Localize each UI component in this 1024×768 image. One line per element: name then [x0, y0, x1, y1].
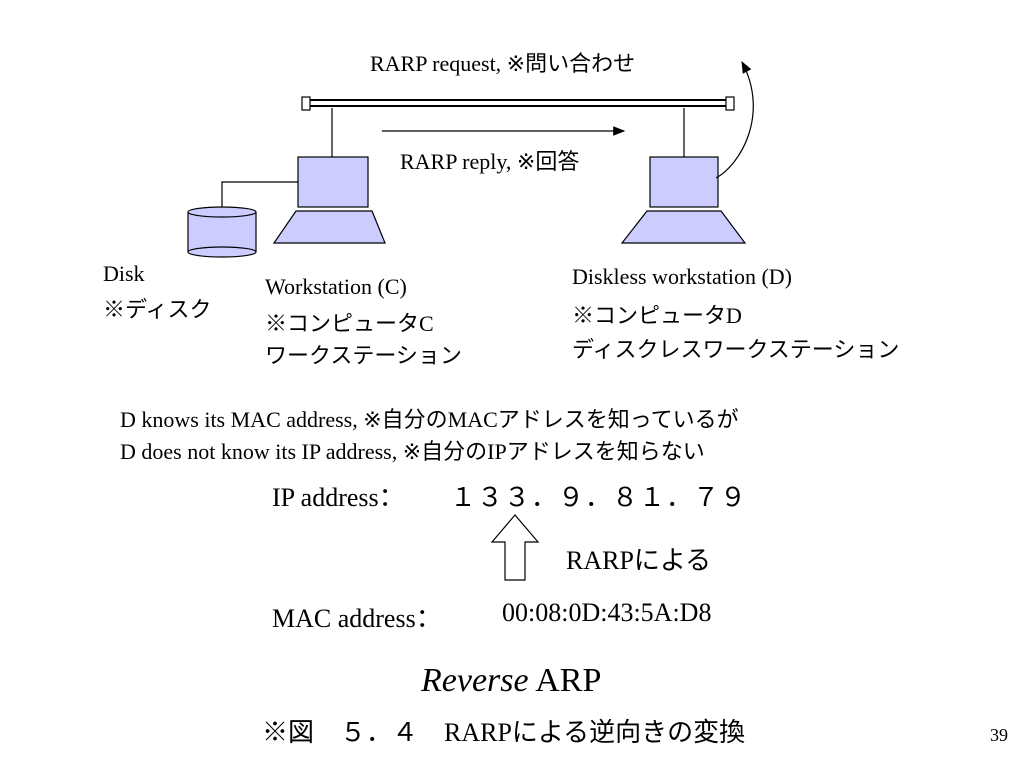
workstation-d-icon [620, 156, 747, 244]
page-title: Reverse ARP [421, 662, 601, 700]
figure-caption: ※図 ５．４ RARPによる逆向きの変換 [262, 718, 746, 747]
mac-address-value: 00:08:0D:43:5A:D8 [502, 598, 712, 627]
workstation-c-jp2: ワークステーション [265, 343, 462, 368]
bus-terminator-left [301, 96, 311, 111]
note-line-2: D does not know its IP address, ※自分のIPアド… [120, 439, 705, 464]
title-normal: ARP [528, 662, 602, 699]
note-line-1: D knows its MAC address, ※自分のMACアドレスを知って… [120, 407, 739, 432]
workstation-c-icon [272, 156, 386, 244]
disk-jp-label: ※ディスク [103, 297, 212, 322]
workstation-c-jp1: ※コンピュータC [265, 311, 434, 336]
workstation-d-jp2: ディスクレスワークステーション [572, 337, 900, 362]
page-number: 39 [990, 725, 1008, 745]
rarp-reply-label: RARP reply, ※回答 [400, 149, 580, 174]
disk-icon [187, 206, 257, 258]
bus-terminator-right [725, 96, 735, 111]
workstation-d-label: Diskless workstation (D) [572, 264, 792, 289]
request-arrow [715, 60, 754, 179]
workstation-c-label: Workstation (C) [265, 274, 407, 299]
workstation-d-jp1: ※コンピュータD [572, 303, 742, 328]
mac-address-label: MAC address： [272, 604, 442, 633]
rarp-request-label: RARP request, ※問い合わせ [370, 51, 636, 76]
title-italic: Reverse [421, 662, 529, 699]
via-rarp-label: RARPによる [566, 546, 712, 575]
up-arrow-icon [490, 514, 540, 581]
network-bus [301, 96, 735, 111]
disk-label: Disk [103, 261, 145, 286]
disk-link [221, 181, 298, 208]
ip-address-value: １３３．９．８１．７９ [450, 483, 748, 512]
ip-address-label: IP address： [272, 483, 405, 512]
